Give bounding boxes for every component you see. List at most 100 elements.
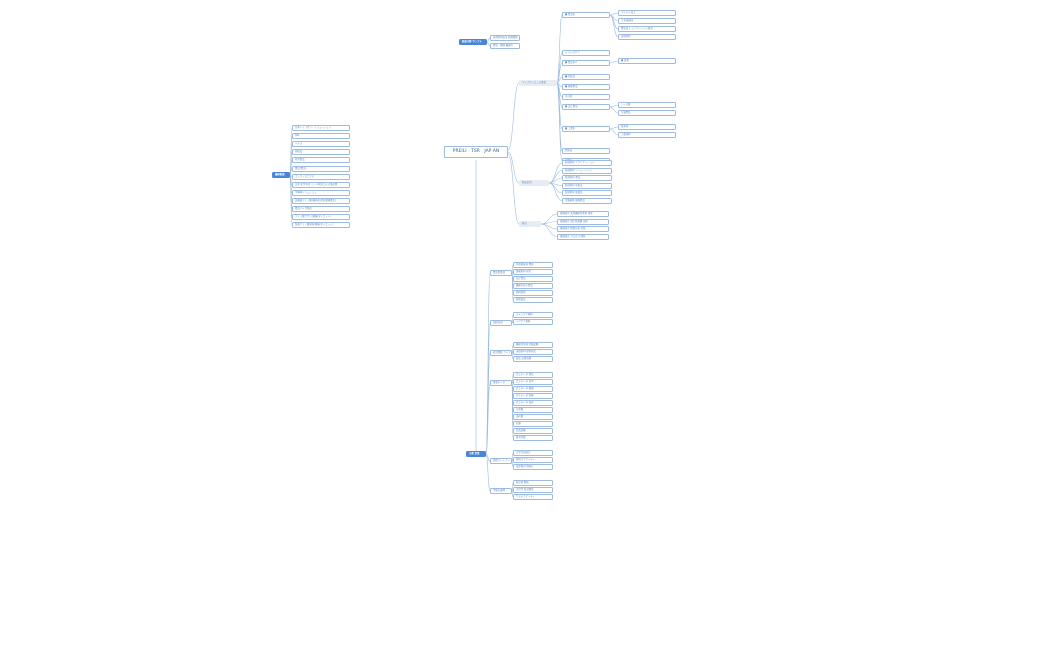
c-node[interactable]: 基礎研究 精密分析 評価: [557, 226, 609, 232]
lower-group[interactable]: 研究開発 ライフサイエンス事業: [490, 350, 512, 356]
a-node[interactable]: その他: [562, 94, 610, 100]
connector-line: [609, 12, 619, 16]
left-item[interactable]: 食品(食品): [292, 165, 350, 172]
left-item[interactable]: 食品バイオ製造: [292, 206, 350, 212]
lower-group[interactable]: 化粧品部: [490, 320, 512, 326]
a-child[interactable]: 新素材: [618, 124, 676, 130]
upper-left-item[interactable]: 天然素材由来 新規開発: [490, 35, 520, 41]
lower-item[interactable]: 売上データ 医薬: [513, 393, 553, 399]
lower-group[interactable]: 食品事業部: [490, 270, 512, 276]
connector-line: [507, 82, 520, 151]
lower-item[interactable]: 売上データ 化学: [513, 379, 553, 385]
b-node[interactable]: 新規素材 化粧品: [562, 182, 612, 189]
left-topic[interactable]: 最新動態: [272, 172, 290, 178]
lower-item[interactable]: 加工食品: [513, 276, 553, 282]
lower-group[interactable]: 今後の展開: [490, 488, 512, 494]
a-node[interactable]: ■ 健康食品: [562, 84, 610, 90]
b-node[interactable]: 新規素材 アプリケーション: [562, 160, 612, 166]
connector-line: [556, 62, 563, 84]
left-item[interactable]: 化粧品: [292, 149, 350, 156]
center-topic[interactable]: 主要 事業: [466, 451, 486, 457]
lower-group[interactable]: 提携パートナー: [490, 458, 512, 464]
b-node[interactable]: 新規素材 医薬品: [562, 190, 612, 196]
a-node[interactable]: ■ 加工食品: [562, 104, 610, 110]
upper-left-item[interactable]: 食品・健康 機能性: [490, 43, 520, 49]
left-item[interactable]: 化学製品: [292, 157, 350, 164]
connector-line: [609, 14, 619, 38]
a-node[interactable]: ■ 食品系: [562, 12, 610, 18]
connector-line: [556, 82, 563, 162]
lower-group[interactable]: 事業データ: [490, 380, 512, 386]
left-item[interactable]: 日本 化学系化 リンパ天然エキス用途開: [292, 181, 350, 188]
c-node[interactable]: 基礎研究 微生物発酵 技術: [557, 218, 609, 225]
upper-left-topic[interactable]: 製品分野 サンプル: [459, 39, 487, 45]
branch-research[interactable]: 研究: [519, 221, 541, 227]
root-topic[interactable]: PREILI TSR JAP AN: [444, 146, 508, 158]
connector-line: [485, 453, 491, 462]
lower-item[interactable]: 天然調味料 開発: [513, 262, 553, 268]
lower-item[interactable]: 新市場 開拓: [513, 480, 553, 486]
lower-item[interactable]: 海外販売代理店: [513, 464, 553, 470]
lower-item[interactable]: 原料サプライヤー: [513, 457, 553, 463]
lower-item[interactable]: 生産量: [513, 407, 553, 413]
lower-item[interactable]: サステナビリティ: [513, 494, 553, 500]
connector-line: [548, 162, 563, 184]
connector-line: [511, 272, 514, 301]
connector-line: [609, 106, 619, 114]
left-item[interactable]: 日本トリリオン・ソリューション: [292, 125, 350, 131]
connector-line: [486, 41, 491, 47]
branch-application[interactable]: 製品応用: [519, 180, 549, 186]
left-item[interactable]: NW: [292, 133, 350, 140]
lower-item[interactable]: 健康素材 研究: [513, 269, 553, 275]
a-child[interactable]: 冷凍食品: [618, 110, 676, 116]
a-child[interactable]: うま味調味: [618, 18, 676, 24]
lower-item[interactable]: 品質試験: [513, 428, 553, 434]
lower-item[interactable]: 出荷量: [513, 414, 553, 420]
a-child[interactable]: ソース類: [618, 102, 676, 108]
connector-line: [511, 352, 514, 360]
lower-item[interactable]: 天然素材 探索研究: [513, 349, 553, 355]
a-child[interactable]: ■ 医薬: [618, 58, 676, 64]
lower-item[interactable]: 製造受託: [513, 297, 553, 303]
lower-item[interactable]: 在庫: [513, 421, 553, 427]
lower-item[interactable]: スキンケア原料: [513, 312, 553, 318]
lower-item[interactable]: 次世代 製品開発: [513, 487, 553, 493]
lower-item[interactable]: 機能性表示食品: [513, 283, 553, 289]
c-node[interactable]: 基礎研究 天然機能性素材 探索: [557, 211, 609, 217]
a-node[interactable]: ■ 化粧品: [562, 74, 610, 80]
lower-item[interactable]: ヘアケア原料: [513, 319, 553, 325]
left-item[interactable]: エレクトロニクス: [292, 173, 350, 180]
connector-line: [511, 490, 514, 498]
lower-item[interactable]: 売上データ 海外: [513, 400, 553, 406]
lower-item[interactable]: 機能性素材 評価試験: [513, 342, 553, 348]
lower-item[interactable]: 売上データ 健康: [513, 386, 553, 392]
a-node[interactable]: 開発品: [562, 148, 610, 154]
lower-item[interactable]: 研究件数: [513, 435, 553, 441]
connector-line: [609, 126, 619, 130]
a-node[interactable]: ■ 食品系2: [562, 60, 610, 66]
left-item[interactable]: 高機能アミノ酸(糖尿病対策/健康食品): [292, 197, 350, 204]
lower-item[interactable]: 製品 品質管理: [513, 356, 553, 362]
a-child[interactable]: 工業材料: [618, 132, 676, 138]
lower-item[interactable]: 原料供給: [513, 290, 553, 296]
a-child[interactable]: 天然素材: [618, 34, 676, 40]
left-item[interactable]: 医薬アミノ酸原料(健康/ダイエット): [292, 222, 350, 229]
a-node[interactable]: ■ 工業系: [562, 126, 610, 132]
a-child[interactable]: マイルド加工: [618, 10, 676, 16]
connector-line: [540, 221, 558, 225]
a-node[interactable]: ◎ ヘルスケア: [562, 50, 610, 56]
b-node[interactable]: 栄養補助 健康食品: [562, 197, 612, 204]
lower-item[interactable]: 大学共同研究: [513, 450, 553, 456]
left-item[interactable]: ヘルス: [292, 141, 350, 148]
b-node[interactable]: 新規素材 ソリューション: [562, 167, 612, 174]
b-node[interactable]: 新規素材 食品: [562, 175, 612, 181]
c-node[interactable]: 基礎研究 プロセス 開発: [557, 233, 609, 240]
branch-life-science[interactable]: ライフサイエンス事業: [519, 80, 557, 86]
left-item[interactable]: 半導体ソリュション: [292, 189, 350, 196]
left-item[interactable]: アミノ酸サプリ(健康/ダイエット): [292, 214, 350, 221]
a-child[interactable]: 食品加工 イノベーション研究: [618, 26, 676, 32]
lower-item[interactable]: 売上データ 食品: [513, 372, 553, 378]
connector-line: [609, 60, 619, 64]
